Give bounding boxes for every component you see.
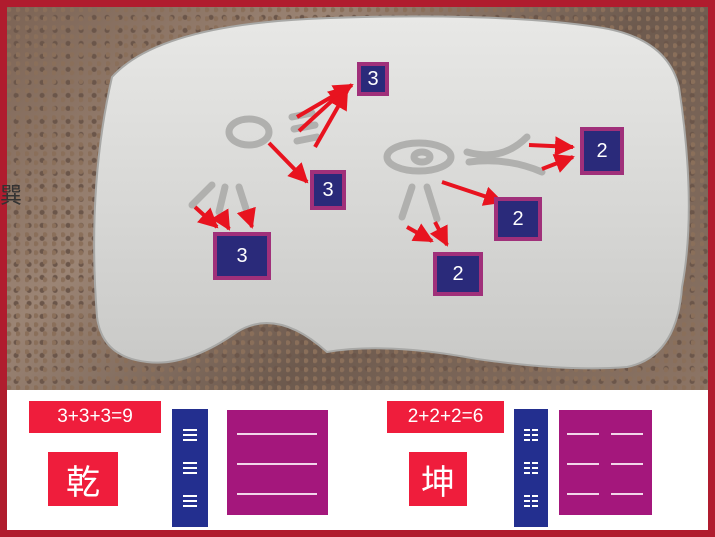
trigram-name-right: 坤	[409, 452, 467, 506]
carved-symbols-right	[383, 133, 546, 223]
arrow	[541, 154, 575, 173]
qian-trigram-symbol	[227, 410, 328, 515]
arrow	[236, 206, 256, 229]
mini-trigram-icon	[183, 494, 197, 507]
sum-label-right: 2+2+2=6	[387, 401, 504, 433]
mini-trigram-icon	[524, 494, 538, 507]
mini-trigram-icon	[524, 429, 538, 442]
trigram-name-left: 乾	[48, 452, 118, 506]
arrow	[441, 180, 504, 206]
trigram-bar-right	[514, 409, 548, 527]
mini-trigram-icon	[524, 461, 538, 474]
trigram-bar-left	[172, 409, 208, 527]
mini-trigram-icon	[183, 461, 197, 474]
stone-tablet-illustration	[93, 15, 690, 370]
arrow	[429, 221, 449, 247]
stone-slab	[93, 15, 690, 370]
count-box: 3	[213, 232, 271, 280]
arrow	[267, 141, 309, 184]
count-box: 2	[580, 127, 624, 175]
arrow	[406, 223, 434, 243]
arrow	[313, 89, 349, 148]
count-box: 2	[433, 252, 483, 296]
count-box: 3	[310, 170, 346, 210]
sum-label-left: 3+3+3=9	[29, 401, 161, 433]
mini-trigram-icon	[183, 429, 197, 442]
arrow	[528, 136, 575, 157]
arrow	[211, 208, 231, 231]
count-box: 2	[494, 197, 542, 241]
side-character: 巽	[0, 184, 23, 209]
kun-trigram-symbol	[559, 410, 652, 515]
count-box: 3	[357, 62, 389, 96]
